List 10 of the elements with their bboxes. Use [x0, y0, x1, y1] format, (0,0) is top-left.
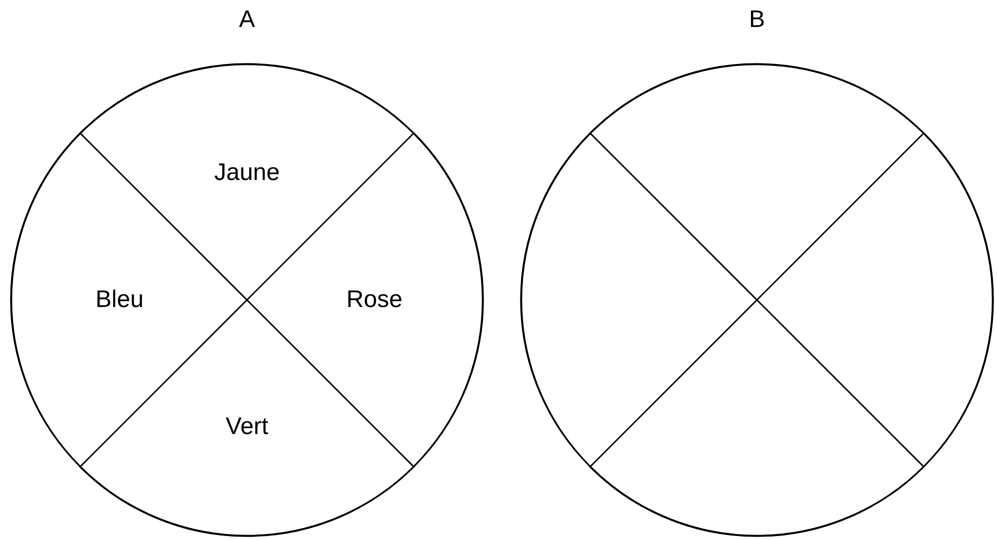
- circle-heading: A: [238, 6, 255, 34]
- sector-label: Jaune: [214, 158, 280, 187]
- circle-heading: B: [748, 6, 765, 34]
- circle-sector: [521, 133, 757, 467]
- circle-sector: [590, 64, 924, 300]
- circle-sector: [757, 133, 993, 467]
- circle-sector: [590, 300, 924, 536]
- sector-label: Vert: [226, 413, 268, 442]
- sector-label: Bleu: [96, 286, 144, 314]
- sector-label: Rose: [346, 286, 402, 314]
